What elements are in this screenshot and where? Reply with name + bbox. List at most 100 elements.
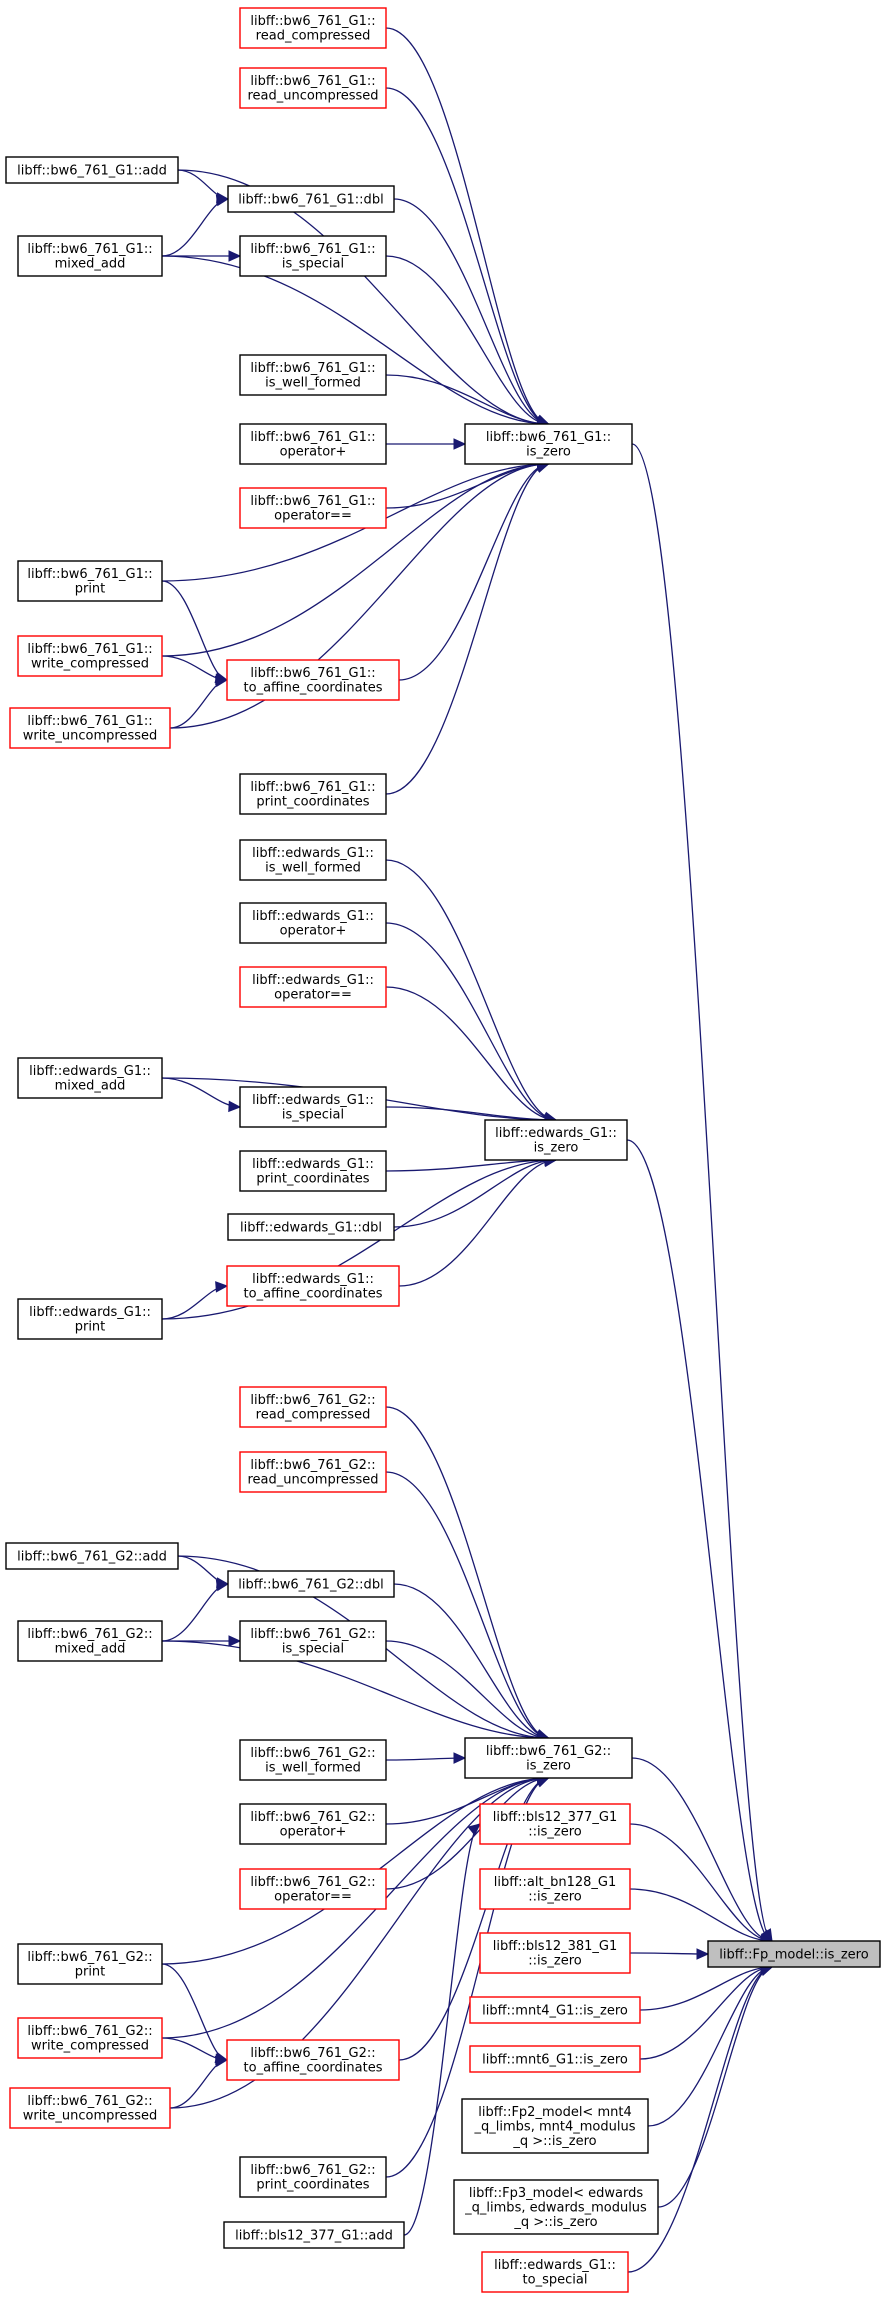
node-ed-mixed-add[interactable]: libff::edwards_G1::mixed_add xyxy=(17,1057,163,1099)
node-label: write_uncompressed xyxy=(23,2109,158,2124)
node-g2-mixed-add[interactable]: libff::bw6_761_G2::mixed_add xyxy=(17,1620,163,1662)
node-label: libff::alt_bn128_G1 xyxy=(494,1875,617,1890)
edge-g2-dbl-to-g2-is-zero xyxy=(393,1583,549,1739)
node-g1-write-comp[interactable]: libff::bw6_761_G1::write_compressed xyxy=(17,635,163,677)
edge-g2-opeq-to-g2-is-zero xyxy=(385,1777,549,1890)
node-label: libff::bw6_761_G1:: xyxy=(27,642,152,657)
node-g2-is-well-formed[interactable]: libff::bw6_761_G2::is_well_formed xyxy=(239,1739,387,1781)
node-label: libff::edwards_G1:: xyxy=(252,1093,374,1108)
arrowhead xyxy=(215,194,230,207)
node-mnt4-is-zero[interactable]: libff::mnt4_G1::is_zero xyxy=(469,1996,641,2024)
node-g2-is-zero[interactable]: libff::bw6_761_G2::is_zero xyxy=(464,1737,633,1779)
node-ed-opplus[interactable]: libff::edwards_G1::operator+ xyxy=(239,902,387,944)
node-ed-opeq[interactable]: libff::edwards_G1::operator== xyxy=(239,966,387,1008)
node-g2-print-coords[interactable]: libff::bw6_761_G2::print_coordinates xyxy=(239,2156,387,2198)
node-ed-print-coords[interactable]: libff::edwards_G1::print_coordinates xyxy=(239,1150,387,1192)
edge-ed-to-special-to-fp-is-zero xyxy=(627,1966,773,2273)
arrowhead xyxy=(453,1752,467,1764)
node-g2-print[interactable]: libff::bw6_761_G2::print xyxy=(17,1943,163,1985)
node-box xyxy=(239,487,387,529)
node-label: libff::bw6_761_G2:: xyxy=(27,2094,152,2109)
node-ed-print[interactable]: libff::edwards_G1::print xyxy=(17,1298,163,1340)
node-label: libff::bw6_761_G1:: xyxy=(250,780,375,795)
node-g1-read-comp[interactable]: libff::bw6_761_G1::read_compressed xyxy=(239,7,387,49)
node-box xyxy=(9,707,171,749)
node-box xyxy=(239,7,387,49)
edge-g2-to-affine-to-g2-is-zero xyxy=(398,1777,549,2061)
node-g2-dbl[interactable]: libff::bw6_761_G2::dbl xyxy=(227,1570,395,1598)
node-g2-read-uncomp[interactable]: libff::bw6_761_G2::read_uncompressed xyxy=(239,1451,387,1493)
node-bls377-is-zero[interactable]: libff::bls12_377_G1::is_zero xyxy=(479,1803,631,1845)
node-box xyxy=(17,235,163,277)
node-altbn-is-zero[interactable]: libff::alt_bn128_G1::is_zero xyxy=(479,1868,631,1910)
node-box xyxy=(5,1542,179,1570)
node-box xyxy=(9,2087,171,2129)
node-g1-print[interactable]: libff::bw6_761_G1::print xyxy=(17,560,163,602)
node-ed-is-special[interactable]: libff::edwards_G1::is_special xyxy=(239,1086,387,1128)
node-g1-add[interactable]: libff::bw6_761_G1::add xyxy=(5,156,179,184)
node-label: libff::bw6_761_G1:: xyxy=(27,567,152,582)
node-ed-is-well-formed[interactable]: libff::edwards_G1::is_well_formed xyxy=(239,839,387,881)
node-g1-opplus[interactable]: libff::bw6_761_G1::operator+ xyxy=(239,423,387,465)
node-g2-write-uncomp[interactable]: libff::bw6_761_G2::write_uncompressed xyxy=(9,2087,171,2129)
node-box xyxy=(239,1868,387,1910)
node-g2-add[interactable]: libff::bw6_761_G2::add xyxy=(5,1542,179,1570)
node-fp-is-zero[interactable]: libff::Fp_model::is_zero xyxy=(707,1940,881,1968)
node-fp3-is-zero[interactable]: libff::Fp3_model< edwards_q_limbs, edwar… xyxy=(453,2179,659,2235)
node-g2-opplus[interactable]: libff::bw6_761_G2::operator+ xyxy=(239,1803,387,1845)
edge-ed-dbl-to-ed-is-zero xyxy=(393,1159,557,1228)
node-label: is_well_formed xyxy=(265,861,361,876)
node-label: libff::bls12_381_G1 xyxy=(493,1939,618,1954)
node-g1-is-zero[interactable]: libff::bw6_761_G1::is_zero xyxy=(464,423,633,465)
edge-mnt6-is-zero-to-fp-is-zero xyxy=(639,1966,773,2060)
node-label: is_special xyxy=(282,1108,344,1123)
node-box xyxy=(17,560,163,602)
node-label: libff::bw6_761_G1:: xyxy=(486,430,611,445)
node-g2-is-special[interactable]: libff::bw6_761_G2::is_special xyxy=(239,1620,387,1662)
node-g1-is-well-formed[interactable]: libff::bw6_761_G1::is_well_formed xyxy=(239,354,387,396)
node-label: to_affine_coordinates xyxy=(244,1287,383,1302)
node-ed-is-zero[interactable]: libff::edwards_G1::is_zero xyxy=(484,1119,628,1161)
node-g2-read-comp[interactable]: libff::bw6_761_G2::read_compressed xyxy=(239,1386,387,1428)
node-label: to_affine_coordinates xyxy=(244,2061,383,2076)
node-label: libff::bw6_761_G2:: xyxy=(27,1627,152,1642)
node-box xyxy=(239,1620,387,1662)
node-label: libff::bls12_377_G1 xyxy=(493,1810,618,1825)
node-label: libff::edwards_G1:: xyxy=(494,2258,616,2273)
node-box xyxy=(239,773,387,815)
arrowhead xyxy=(228,1100,242,1113)
node-g2-to-affine[interactable]: libff::bw6_761_G2::to_affine_coordinates xyxy=(226,2039,400,2081)
node-label: libff::bw6_761_G1:: xyxy=(250,14,375,29)
node-mnt6-is-zero[interactable]: libff::mnt6_G1::is_zero xyxy=(469,2045,641,2073)
arrowhead xyxy=(453,438,467,450)
node-label: mixed_add xyxy=(55,1079,126,1094)
arrowhead xyxy=(215,1281,229,1293)
node-g1-mixed-add[interactable]: libff::bw6_761_G1::mixed_add xyxy=(17,235,163,277)
node-g1-dbl[interactable]: libff::bw6_761_G1::dbl xyxy=(227,185,395,213)
node-g1-print-coords[interactable]: libff::bw6_761_G1::print_coordinates xyxy=(239,773,387,815)
node-g1-read-uncomp[interactable]: libff::bw6_761_G1::read_uncompressed xyxy=(239,67,387,109)
node-g1-to-affine[interactable]: libff::bw6_761_G1::to_affine_coordinates xyxy=(226,659,400,701)
node-ed-to-affine[interactable]: libff::edwards_G1::to_affine_coordinates xyxy=(226,1265,400,1307)
node-label: libff::bw6_761_G1:: xyxy=(250,494,375,509)
node-label: ::is_zero xyxy=(528,1954,582,1969)
node-fp2-is-zero[interactable]: libff::Fp2_model< mnt4_q_limbs, mnt4_mod… xyxy=(461,2098,649,2154)
node-label: write_compressed xyxy=(31,657,149,672)
node-g2-opeq[interactable]: libff::bw6_761_G2::operator== xyxy=(239,1868,387,1910)
edge-bls377-is-zero-to-fp-is-zero xyxy=(629,1823,773,1942)
node-ed-dbl[interactable]: libff::edwards_G1::dbl xyxy=(227,1213,395,1241)
node-g1-is-special[interactable]: libff::bw6_761_G1::is_special xyxy=(239,235,387,277)
node-bls377-add[interactable]: libff::bls12_377_G1::add xyxy=(223,2221,405,2249)
node-box xyxy=(239,1086,387,1128)
node-label: operator== xyxy=(274,988,352,1003)
node-ed-to-special[interactable]: libff::edwards_G1::to_special xyxy=(481,2251,629,2293)
node-box xyxy=(239,67,387,109)
node-g1-opeq[interactable]: libff::bw6_761_G1::operator== xyxy=(239,487,387,529)
node-g1-write-uncomp[interactable]: libff::bw6_761_G1::write_uncompressed xyxy=(9,707,171,749)
node-box xyxy=(227,185,395,213)
node-box xyxy=(239,902,387,944)
node-box xyxy=(239,1739,387,1781)
arrowhead xyxy=(215,1579,230,1592)
node-g2-write-comp[interactable]: libff::bw6_761_G2::write_compressed xyxy=(17,2017,163,2059)
node-bls381-is-zero[interactable]: libff::bls12_381_G1::is_zero xyxy=(479,1932,631,1974)
